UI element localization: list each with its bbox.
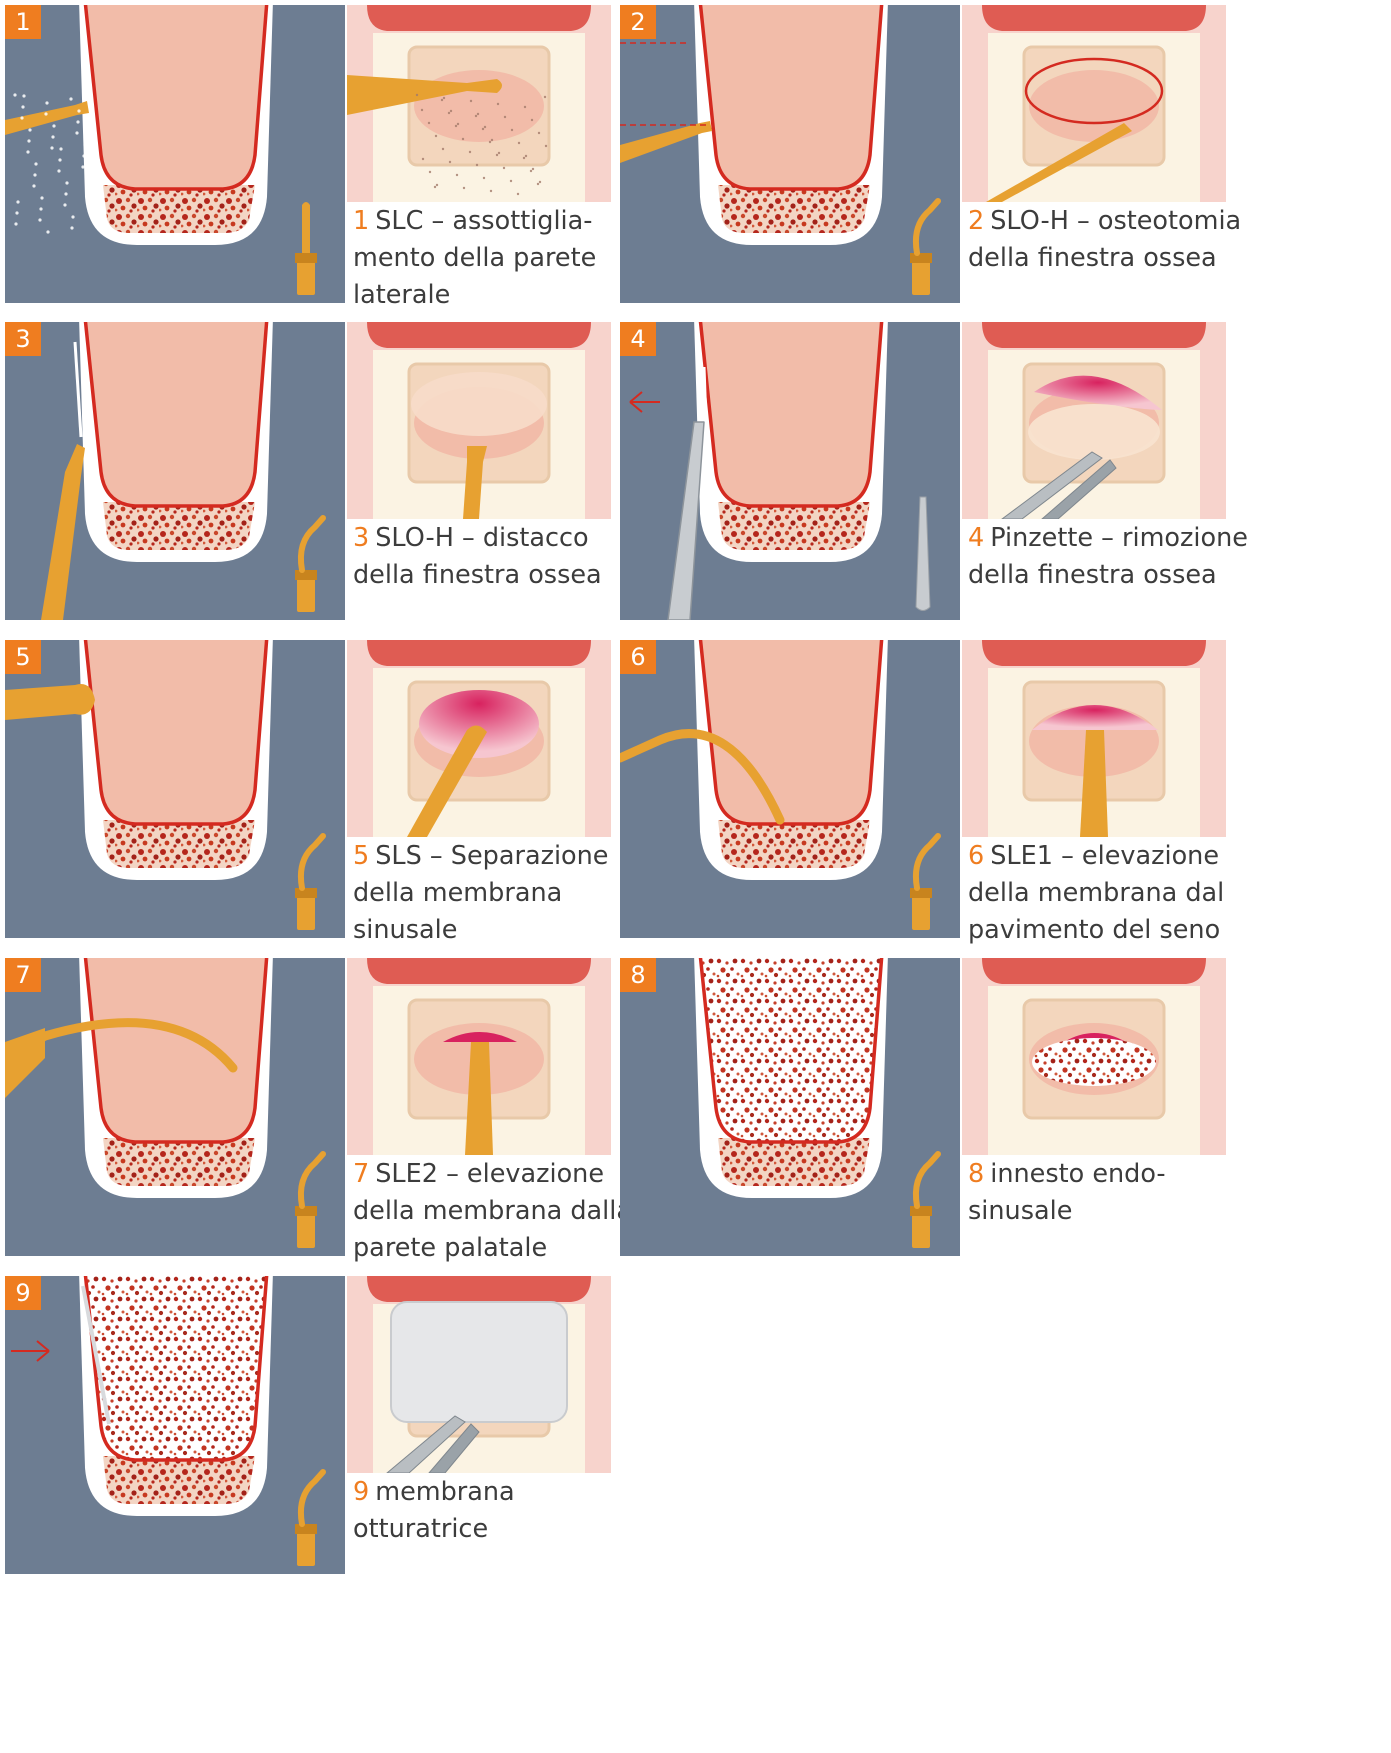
trabecular-bone xyxy=(103,185,255,233)
step-6-cross-section: 6 xyxy=(620,640,960,938)
step-4-top-view xyxy=(962,322,1226,519)
trabecular-bone xyxy=(718,1138,870,1186)
graft-material xyxy=(700,958,882,1142)
gum-margin xyxy=(367,322,591,348)
graft-material xyxy=(85,1276,267,1460)
caption-line: laterale xyxy=(353,280,450,310)
step-9-caption: 9membrana otturatrice xyxy=(353,1474,515,1548)
sinus-window xyxy=(1029,70,1159,142)
step-1-top-view xyxy=(347,5,611,202)
caption-line: parete palatale xyxy=(353,1233,547,1263)
step-7-cross-section: 7 xyxy=(5,958,345,1256)
trabecular-bone xyxy=(718,502,870,550)
caption-step-number: 1 xyxy=(353,206,369,236)
step-2-top-view xyxy=(962,5,1226,202)
step-number-badge: 3 xyxy=(5,322,41,356)
caption-line: della finestra ossea xyxy=(353,560,602,590)
step-number-badge: 8 xyxy=(620,958,656,992)
step-number-badge: 2 xyxy=(620,5,656,39)
trabecular-bone xyxy=(103,1138,255,1186)
caption-line: membrana xyxy=(375,1477,514,1507)
step-7-caption: 7SLE2 – elevazione della membrana dalla pa… xyxy=(353,1156,632,1267)
step-2-caption: 2SLO-H – osteotomia della finestra ossea xyxy=(968,203,1241,277)
caption-step-number: 6 xyxy=(968,841,984,871)
step-7-top-view xyxy=(347,958,611,1155)
caption-step-number: 5 xyxy=(353,841,369,871)
caption-step-number: 4 xyxy=(968,523,984,553)
caption-step-number: 8 xyxy=(968,1159,984,1189)
gum-margin xyxy=(982,640,1206,666)
step-8-caption: 8innesto endo-sinusale xyxy=(968,1156,1166,1230)
caption-line: della membrana dalla xyxy=(353,1196,632,1226)
sinus-cavity xyxy=(85,322,267,506)
sinus-cavity xyxy=(85,640,267,824)
sinus-cavity xyxy=(85,958,267,1142)
caption-step-number: 7 xyxy=(353,1159,369,1189)
step-6-top-view xyxy=(962,640,1226,837)
caption-line: della membrana xyxy=(353,878,562,908)
caption-step-number: 3 xyxy=(353,523,369,553)
step-number-badge: 9 xyxy=(5,1276,41,1310)
trabecular-bone xyxy=(718,820,870,868)
step-9-top-view xyxy=(347,1276,611,1473)
sinus-cavity xyxy=(700,322,882,506)
caption-line: otturatrice xyxy=(353,1514,488,1544)
gum-margin xyxy=(367,640,591,666)
sinus-cavity xyxy=(700,5,882,189)
step-4-caption: 4Pinzette – rimozione della finestra osse… xyxy=(968,520,1248,594)
step-8-cross-section: 8 xyxy=(620,958,960,1256)
caption-line: pavimento del seno xyxy=(968,915,1220,945)
sinus-cavity xyxy=(85,5,267,189)
step-3-top-view xyxy=(347,322,611,519)
step-number-badge: 7 xyxy=(5,958,41,992)
caption-line: della finestra ossea xyxy=(968,243,1217,273)
caption-line: SLC – assottiglia- xyxy=(375,206,592,236)
caption-line: Pinzette – rimozione xyxy=(990,523,1248,553)
gum-margin xyxy=(982,958,1206,984)
caption-line: della membrana dal xyxy=(968,878,1224,908)
step-6-caption: 6SLE1 – elevazione della membrana dal pavi… xyxy=(968,838,1224,949)
step-1-cross-section: 1 xyxy=(5,5,345,303)
step-3-caption: 3SLO-H – distacco della finestra ossea xyxy=(353,520,602,594)
step-number-badge: 4 xyxy=(620,322,656,356)
caption-line: della finestra ossea xyxy=(968,560,1217,590)
step-number-badge: 6 xyxy=(620,640,656,674)
caption-step-number: 2 xyxy=(968,206,984,236)
caption-step-number: 9 xyxy=(353,1477,369,1507)
gum-margin xyxy=(367,5,591,31)
step-4-cross-section: 4 xyxy=(620,322,960,620)
trabecular-bone xyxy=(718,185,870,233)
caption-line: SLO-H – distacco xyxy=(375,523,588,553)
step-1-caption: 1SLC – assottiglia-mento della parete lat… xyxy=(353,203,596,314)
step-5-caption: 5SLS – Separazione della membrana sinusale xyxy=(353,838,609,949)
trabecular-bone xyxy=(103,502,255,550)
sinus-cavity xyxy=(700,640,882,824)
trabecular-bone xyxy=(103,1456,255,1504)
gum-margin xyxy=(982,5,1206,31)
step-3-cross-section: 3 xyxy=(5,322,345,620)
gum-margin xyxy=(982,322,1206,348)
step-number-badge: 5 xyxy=(5,640,41,674)
step-number-badge: 1 xyxy=(5,5,41,39)
step-2-cross-section: 2 xyxy=(620,5,960,303)
caption-line: sinusale xyxy=(353,915,457,945)
step-5-cross-section: 5 xyxy=(5,640,345,938)
step-5-top-view xyxy=(347,640,611,837)
caption-line: SLO-H – osteotomia xyxy=(990,206,1241,236)
gum-margin xyxy=(367,958,591,984)
caption-line: innesto endo- xyxy=(990,1159,1165,1189)
caption-line: SLE2 – elevazione xyxy=(375,1159,604,1189)
step-8-top-view xyxy=(962,958,1226,1155)
caption-line: sinusale xyxy=(968,1196,1072,1226)
step-9-cross-section: 9 xyxy=(5,1276,345,1574)
caption-line: SLE1 – elevazione xyxy=(990,841,1219,871)
caption-line: mento della parete xyxy=(353,243,596,273)
trabecular-bone xyxy=(103,820,255,868)
caption-line: SLS – Separazione xyxy=(375,841,608,871)
gum-margin xyxy=(367,1276,591,1302)
instrument xyxy=(5,684,95,720)
